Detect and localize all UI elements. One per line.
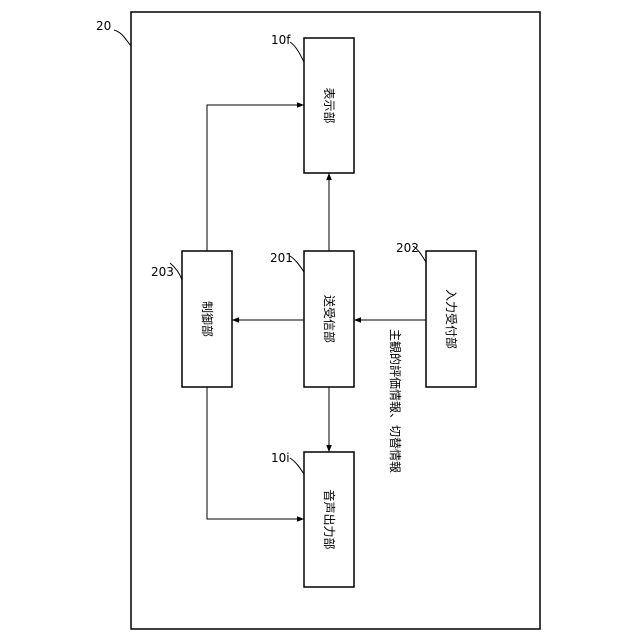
transceiver-block-label: 送受信部 (322, 295, 337, 343)
control-to-display-arrow (207, 105, 304, 251)
input-ref-label: 202 (396, 241, 419, 255)
frame-ref-leader (114, 30, 131, 46)
audio-ref-leader (290, 458, 304, 474)
display-block-label: 表示部 (322, 87, 337, 123)
display-ref-label: 10f (271, 33, 291, 47)
audio-output-block-label: 音声出力部 (322, 489, 337, 549)
audio-ref-label: 10i (271, 451, 290, 465)
display-ref-leader (290, 42, 304, 62)
control-block-label: 制御部 (200, 301, 215, 337)
transceiver-ref-label: 201 (270, 251, 293, 265)
input-block-label: 入力受付部 (444, 289, 459, 349)
frame-ref-label: 20 (96, 19, 111, 33)
input-edge-label: 主観的評価情報、切替情報 (388, 329, 403, 473)
control-ref-label: 203 (151, 265, 174, 279)
